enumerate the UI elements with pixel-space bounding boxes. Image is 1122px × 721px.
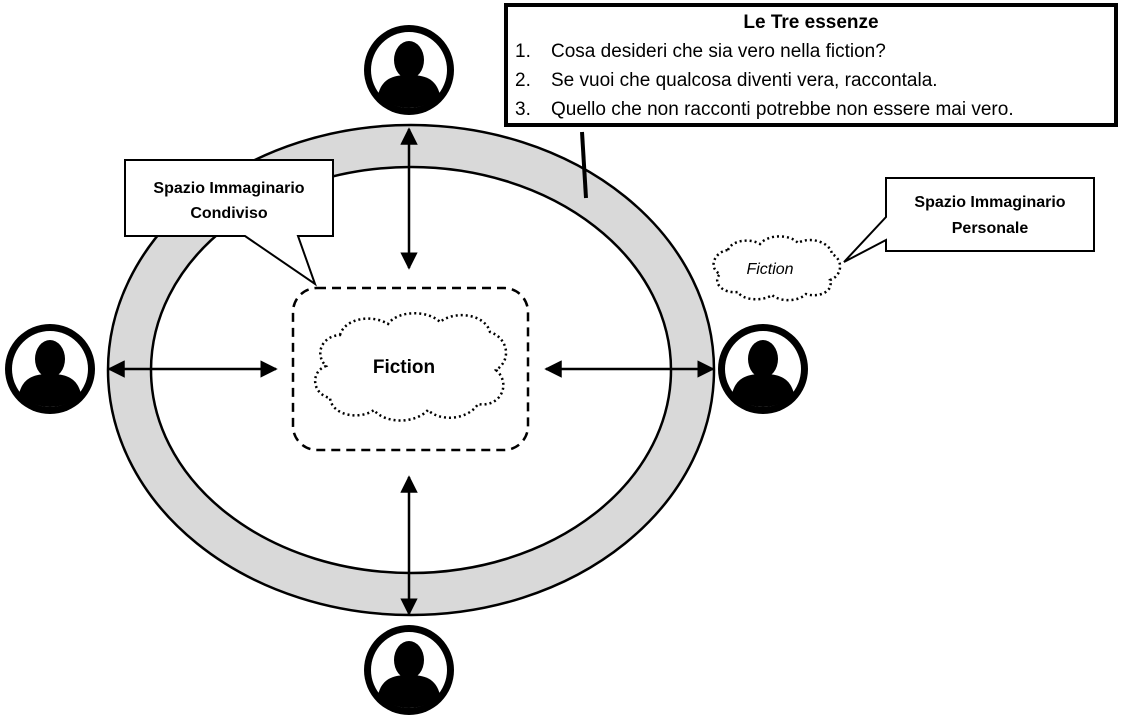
essence-1-text: Cosa desideri che sia vero nella fiction… (551, 41, 886, 62)
shared-space-callout: Spazio Immaginario Condiviso (124, 159, 334, 287)
shared-fiction-area: Fiction (291, 286, 530, 452)
participant-bottom-avatar-icon (364, 625, 454, 715)
personal-space-callout-line1: Spazio Immaginario (914, 194, 1065, 211)
essences-connector-line (580, 131, 588, 199)
essences-title: Le Tre essenze (743, 12, 878, 33)
essences-box: Le Tre essenze 1. Cosa desideri che sia … (504, 3, 1118, 127)
shared-fiction-cloud: Fiction (314, 312, 508, 422)
participant-top-avatar-icon (364, 25, 454, 115)
personal-fiction-label: Fiction (746, 261, 793, 278)
essence-1-number: 1. (515, 41, 531, 62)
personal-space-callout-line2: Personale (952, 220, 1029, 237)
shared-fiction-label: Fiction (373, 357, 435, 378)
participant-right-avatar-icon (718, 324, 808, 414)
shared-space-callout-line2: Condiviso (190, 205, 268, 222)
shared-space-callout-line1: Spazio Immaginario (153, 180, 304, 197)
personal-fiction-cloud: Fiction (712, 235, 842, 302)
participant-left-avatar-icon (5, 324, 95, 414)
essence-2-number: 2. (515, 70, 531, 91)
essence-3-number: 3. (515, 99, 531, 120)
personal-space-callout: Spazio Immaginario Personale (843, 177, 1095, 263)
essence-2-text: Se vuoi che qualcosa diventi vera, racco… (551, 70, 938, 91)
essence-3-text: Quello che non racconti potrebbe non ess… (551, 99, 1014, 120)
